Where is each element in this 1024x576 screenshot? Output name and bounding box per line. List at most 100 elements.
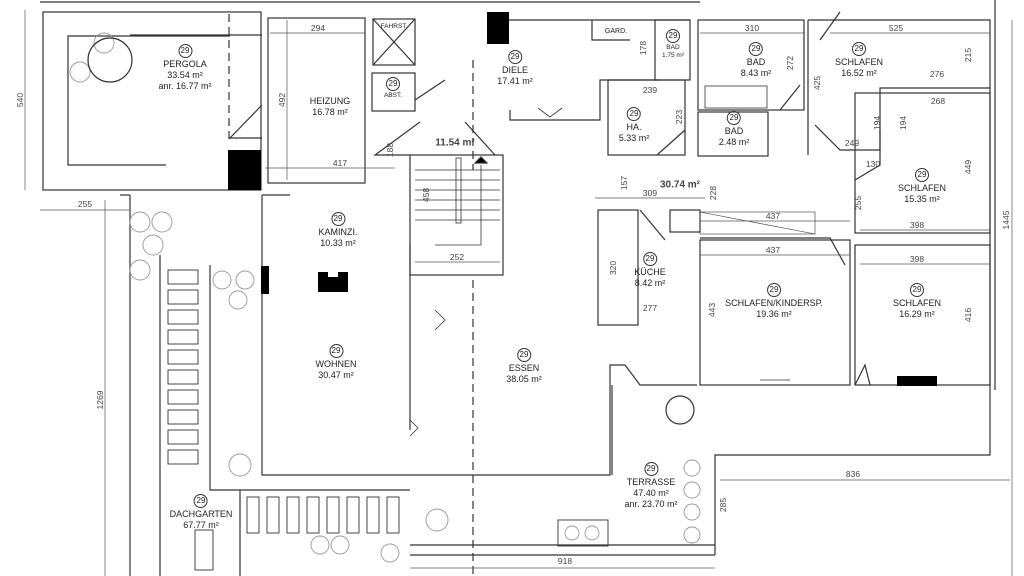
dimension-label: 239	[642, 85, 658, 95]
dimension-label: 437	[765, 211, 781, 221]
dimension-label: 320	[608, 260, 618, 276]
room-name: SCHLAFEN	[897, 183, 947, 193]
dimension-label: 194	[898, 115, 908, 131]
dimension-label: 228	[708, 185, 718, 201]
paving-tiles	[167, 269, 400, 571]
dimension-label: 492	[277, 92, 287, 108]
room-area: 30.47 m²	[318, 370, 354, 380]
room-area-credited: anr. 16.77 m²	[158, 81, 212, 91]
room-name: SCHLAFEN	[892, 298, 942, 308]
room-area: 16.78 m²	[312, 107, 348, 117]
room-number: 29	[851, 42, 866, 56]
room-area: 67.77 m²	[183, 520, 219, 530]
elevator-shaft	[372, 18, 416, 66]
room-area: 5.33 m²	[618, 133, 650, 143]
room-name: SCHLAFEN/KINDERSP.	[725, 298, 823, 308]
room-number: 29	[914, 168, 929, 182]
room-name: PERGOLA	[163, 59, 207, 69]
dimension-label: 272	[785, 55, 795, 71]
stair-hall-area: 11.54 m²	[435, 137, 475, 149]
room-name: BAD	[746, 57, 766, 67]
room-area: 8.43 m²	[740, 68, 772, 78]
dimension-label: 458	[421, 187, 431, 203]
room-area: 19.36 m²	[756, 309, 792, 319]
dimension-label: 130	[865, 159, 881, 169]
dimension-label: 443	[707, 302, 717, 318]
dimension-label: 252	[449, 252, 465, 262]
room-number: 29	[642, 252, 657, 266]
dimension-label: 285	[718, 497, 728, 513]
dimension-label: 276	[929, 69, 945, 79]
room-number: 29	[644, 462, 658, 476]
room-number: 29	[626, 107, 641, 121]
fireplace	[318, 272, 348, 292]
dimension-label: 437	[765, 245, 781, 255]
room-name: SCHLAFEN	[834, 57, 884, 67]
room-fahrst: FAHRST.	[381, 21, 408, 32]
corridor-area: 30.74 m²	[659, 179, 701, 191]
dimension-label: 425	[812, 75, 822, 91]
room-number: 29	[178, 44, 192, 58]
room-area: 15.35 m²	[904, 194, 940, 204]
dimension-label: 398	[909, 220, 925, 230]
dimension-label: 178	[638, 40, 648, 56]
room-number: 29	[386, 77, 400, 91]
room-number: 29	[748, 42, 763, 56]
dimension-label: 398	[909, 254, 925, 264]
room-area: 33.54 m²	[167, 70, 203, 80]
dimension-label: 1269	[95, 390, 105, 410]
dimension-label: 188	[385, 142, 395, 158]
room-name: HA.	[626, 122, 642, 132]
room-area: 16.52 m²	[841, 68, 877, 78]
dimension-label: 194	[872, 115, 882, 131]
room-area-credited: anr. 23.70 m²	[624, 499, 678, 509]
dimension-label: 223	[674, 109, 684, 125]
room-area: 17.41 m²	[497, 76, 533, 86]
dimension-label: 449	[963, 159, 973, 175]
room-number: 29	[508, 50, 522, 64]
dimension-label: 309	[642, 188, 658, 198]
room-area: 8.42 m²	[634, 278, 666, 288]
dimension-label: 416	[963, 307, 973, 323]
room-name: DACHGARTEN	[169, 509, 233, 519]
room-name: HEIZUNG	[309, 96, 351, 106]
room-name: BAD	[724, 126, 744, 136]
plant-icons	[69, 32, 701, 563]
dimension-label: 1445	[1001, 210, 1011, 230]
room-area: 47.40 m²	[633, 488, 669, 498]
dimension-label: 277	[642, 303, 658, 313]
room-number: 29	[194, 494, 208, 508]
terrace-table	[665, 395, 695, 425]
dimension-label: 215	[963, 47, 973, 63]
room-number: 29	[330, 212, 345, 226]
room-number: 29	[726, 111, 741, 125]
room-name: ESSEN	[508, 363, 540, 373]
dimension-label: 918	[557, 556, 573, 566]
dimension-label: 525	[888, 23, 904, 33]
room-number: 29	[329, 344, 343, 358]
room-number: 29	[767, 283, 781, 297]
dimension-label: 255	[77, 199, 93, 209]
room-name: BAD	[666, 44, 680, 51]
staircase	[409, 154, 504, 276]
pergola-outline	[42, 11, 262, 191]
dimension-label: 268	[930, 96, 946, 106]
dimension-label: 294	[310, 23, 326, 33]
